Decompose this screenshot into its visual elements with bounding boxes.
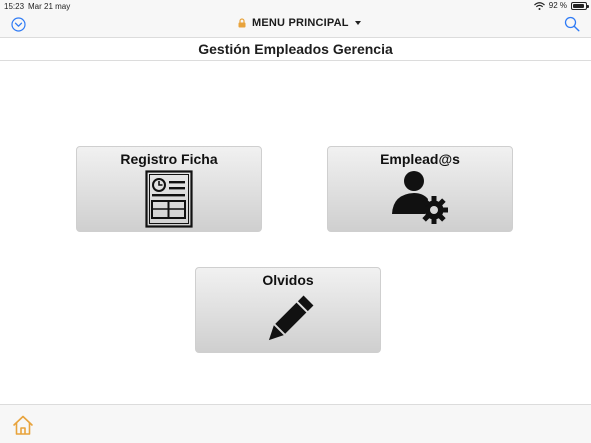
- nav-bar: MENU PRINCIPAL: [0, 13, 591, 37]
- battery-icon: [571, 1, 589, 10]
- battery-percent: 92 %: [548, 1, 567, 10]
- status-date: Mar 21 may: [28, 2, 71, 11]
- status-time: 15:23: [4, 2, 25, 11]
- wifi-icon: [533, 1, 545, 10]
- user-settings-icon: [392, 171, 448, 224]
- pencil-icon: [268, 295, 314, 341]
- caret-down-icon: [354, 21, 361, 25]
- olvidos-button[interactable]: Olvidos: [195, 267, 381, 353]
- empleados-label: Emplead@s: [380, 151, 460, 167]
- registro-ficha-label: Registro Ficha: [120, 151, 218, 167]
- menu-title: MENU PRINCIPAL: [252, 17, 349, 29]
- battery-fill: [573, 3, 585, 8]
- home-icon[interactable]: [12, 414, 34, 436]
- chevron-down-circle-icon[interactable]: [11, 17, 26, 32]
- timesheet-form-icon: [145, 170, 193, 228]
- registro-ficha-button[interactable]: Registro Ficha: [76, 146, 262, 232]
- status-bar: 15:23 Mar 21 may 92 %: [0, 0, 591, 13]
- empleados-button[interactable]: Emplead@s: [327, 146, 513, 232]
- page-title: Gestión Empleados Gerencia: [198, 41, 393, 57]
- menu-principal-dropdown[interactable]: MENU PRINCIPAL: [238, 17, 361, 29]
- page-title-bar: Gestión Empleados Gerencia: [0, 37, 591, 61]
- olvidos-label: Olvidos: [262, 272, 314, 288]
- lock-icon: [238, 18, 246, 28]
- bottom-bar: [0, 404, 591, 443]
- status-indicators: 92 %: [533, 1, 589, 10]
- search-icon[interactable]: [564, 16, 580, 32]
